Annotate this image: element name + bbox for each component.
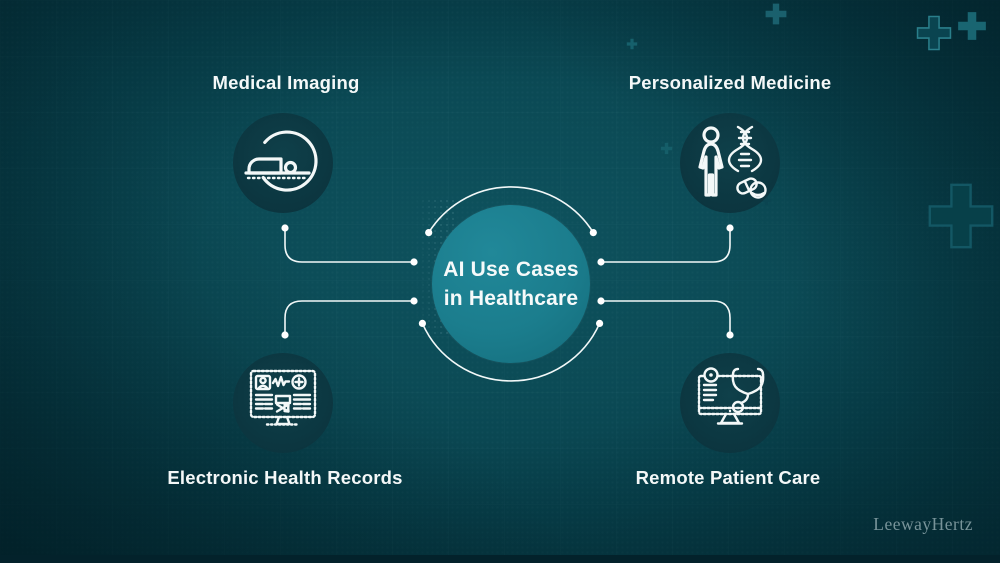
- node-personalized-medicine: [680, 113, 780, 213]
- plus-icon: [956, 10, 988, 42]
- person-dna-pills-icon: [698, 125, 767, 199]
- plus-icon: [761, 195, 772, 206]
- node-label-personalized-medicine: Personalized Medicine: [628, 72, 832, 93]
- node-remote-patient-care: [680, 353, 780, 453]
- center-node: AI Use Cases in Healthcare: [432, 205, 590, 363]
- center-title-line1: AI Use Cases: [443, 258, 579, 281]
- telehealth-stethoscope-icon: [697, 367, 765, 425]
- node-label-remote-patient-care: Remote Patient Care: [635, 467, 821, 488]
- ct-scanner-icon: [244, 130, 318, 192]
- node-medical-imaging: [233, 113, 333, 213]
- health-records-monitor-icon: [249, 369, 317, 426]
- plus-outline-icon: [915, 14, 953, 52]
- watermark: LeewayHertz: [873, 514, 973, 534]
- plus-outline-icon: [925, 180, 997, 252]
- plus-icon: [764, 2, 788, 26]
- plus-icon: [626, 38, 638, 50]
- center-title-line2: in Healthcare: [443, 287, 579, 310]
- bottom-bar: [0, 555, 1000, 563]
- plus-icon: [660, 142, 673, 155]
- node-electronic-health-records: [233, 353, 333, 453]
- node-label-medical-imaging: Medical Imaging: [212, 72, 360, 93]
- node-label-electronic-health-records: Electronic Health Records: [167, 467, 403, 488]
